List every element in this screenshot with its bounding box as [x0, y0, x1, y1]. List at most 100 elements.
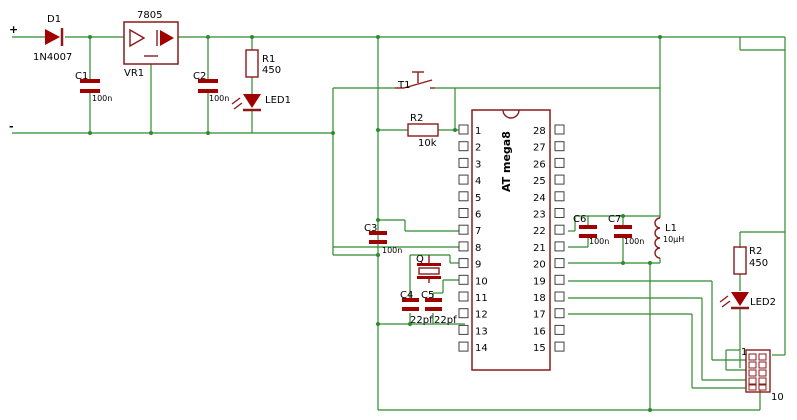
ic-atmega8: [471, 109, 551, 371]
c1-value: 100n: [92, 94, 112, 103]
ic-pin-21: [554, 241, 565, 252]
ic-pin-label-13: 13: [475, 326, 488, 337]
ic-pin-6: [458, 208, 469, 218]
c6-value: 100n: [589, 237, 609, 246]
ic-pin-label-17: 17: [533, 310, 546, 321]
ic-pin-15: [554, 341, 565, 352]
ic-pin-label-18: 18: [533, 293, 546, 304]
ic-pin-label-24: 24: [533, 193, 546, 204]
ic-pin-14: [458, 341, 469, 352]
ic-pin-label-21: 21: [533, 243, 546, 254]
ic-pin-8: [458, 241, 469, 252]
ic-pin-20: [554, 258, 565, 269]
ic-pin-label-22: 22: [533, 226, 546, 237]
r2-pullup-value: 10k: [418, 138, 437, 149]
vr1-label: VR1: [124, 68, 144, 79]
ic-pin-label-7: 7: [475, 226, 481, 237]
c3-label: C3: [364, 223, 377, 234]
rail-minus-label: -: [9, 120, 14, 133]
ic-name-label: AT mega8: [500, 131, 513, 192]
vr1-part: 7805: [137, 10, 162, 21]
ic-pin-25: [554, 174, 565, 185]
ic-pin-16: [554, 324, 565, 335]
ic-pin-label-3: 3: [475, 159, 481, 170]
r2-led-label: R2: [749, 246, 762, 257]
resistor-r2-pullup: [407, 123, 439, 137]
d1-part: 1N4007: [33, 52, 72, 63]
resistor-r1: [245, 49, 259, 78]
l1-value: 10µH: [663, 235, 684, 244]
c4-value: 22pf: [410, 315, 433, 326]
inductor-l1: [654, 217, 661, 259]
c6-label: C6: [573, 214, 586, 225]
ic-pin-23: [554, 208, 565, 218]
ic-pin-3: [458, 157, 469, 168]
ic-pin-label-6: 6: [475, 210, 481, 221]
r1-label: R1: [262, 54, 275, 65]
l1-label: L1: [665, 223, 677, 234]
r2-pullup-label: R2: [410, 113, 423, 124]
capacitor-c4: [402, 298, 419, 311]
ic-pin-label-19: 19: [533, 276, 546, 287]
ic-pin-label-23: 23: [533, 210, 546, 221]
r1-value: 450: [262, 65, 281, 76]
ic-pin-label-2: 2: [475, 143, 481, 154]
ic-pin-label-27: 27: [533, 143, 546, 154]
ic-pin-label-5: 5: [475, 193, 481, 204]
ic-pin-label-16: 16: [533, 326, 546, 337]
isp-pin10-label: 10: [771, 392, 784, 403]
c7-label: C7: [608, 214, 621, 225]
ic-pin-5: [458, 191, 469, 202]
resistor-r2-led: [733, 246, 747, 275]
t1-label: T1: [397, 80, 410, 91]
led1-label: LED1: [265, 95, 291, 106]
crystal-q: [417, 255, 441, 283]
junction-dots: [88, 35, 662, 412]
capacitor-c6: [579, 225, 597, 238]
ic-pin-27: [554, 141, 565, 152]
diode-d1: [45, 28, 64, 46]
c3-value: 100n: [382, 246, 402, 255]
r2-led-value: 450: [749, 258, 768, 269]
c5-value: 22pf: [434, 315, 457, 326]
c7-value: 100n: [624, 237, 644, 246]
ic-pin-24: [554, 191, 565, 202]
c2-label: C2: [193, 71, 206, 82]
ic-pin-label-8: 8: [475, 243, 481, 254]
d1-label: D1: [47, 14, 61, 25]
ic-pin-label-28: 28: [533, 126, 546, 137]
ic-pin-10: [458, 274, 469, 285]
ic-pin-26: [554, 157, 565, 168]
ic-pin-17: [554, 308, 565, 319]
ic-pin-label-11: 11: [475, 293, 488, 304]
wires: [12, 36, 786, 411]
switch-t1: [395, 71, 435, 89]
capacitor-c5: [425, 298, 442, 311]
capacitor-c7: [614, 225, 632, 238]
ic-pin-label-10: 10: [475, 276, 488, 287]
ic-pin-18: [554, 291, 565, 302]
ic-pin-4: [458, 174, 469, 185]
ic-pin-label-12: 12: [475, 310, 488, 321]
ic-pin-label-4: 4: [475, 176, 481, 187]
ic-pin-label-15: 15: [533, 343, 546, 354]
ic-pin-19: [554, 274, 565, 285]
c4-label: C4: [400, 290, 413, 301]
q-label: Q: [416, 254, 424, 265]
regulator-vr1: [123, 21, 179, 65]
ic-pin-11: [458, 291, 469, 302]
ic-pin-13: [458, 324, 469, 335]
capacitor-c3: [369, 231, 387, 244]
isp-pin1-label: 1: [741, 347, 747, 358]
ic-pin-9: [458, 258, 469, 269]
ic-pin-1: [458, 124, 469, 135]
ic-pin-label-14: 14: [475, 343, 488, 354]
ic-pin-label-26: 26: [533, 159, 546, 170]
ic-pin-12: [458, 308, 469, 319]
led-led2: [719, 292, 749, 310]
capacitor-c1: [80, 79, 100, 93]
